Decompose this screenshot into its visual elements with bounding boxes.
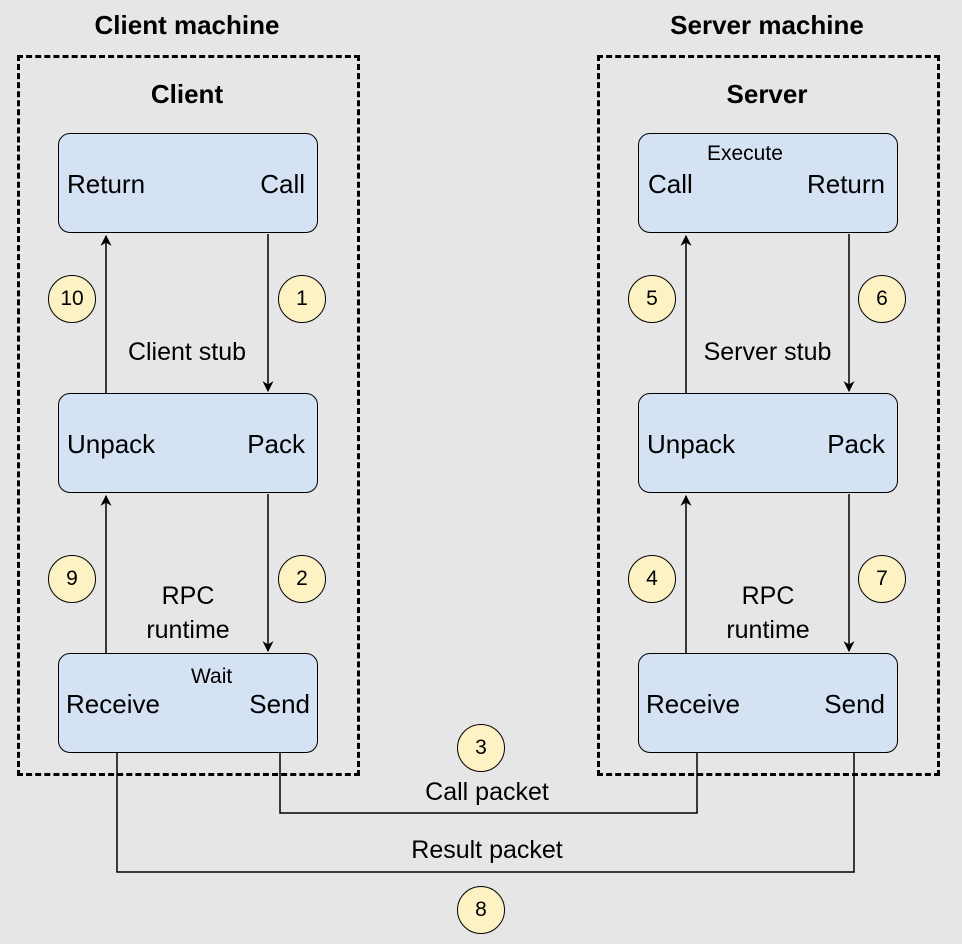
server-stub-box: Unpack Pack: [638, 393, 898, 493]
server-pack-label: Pack: [827, 429, 885, 459]
step-marker-2: 2: [278, 555, 326, 603]
client-runtime-box: Receive Send Wait: [58, 653, 318, 753]
server-call-label: Call: [648, 169, 693, 199]
step-marker-10: 10: [48, 275, 96, 323]
server-machine-boundary: [597, 55, 940, 776]
server-send-label: Send: [824, 689, 885, 719]
server-app-box: Call Return Execute: [638, 133, 898, 233]
step-marker-3: 3: [457, 724, 505, 772]
step-marker-6: 6: [858, 275, 906, 323]
client-wait-label: Wait: [191, 665, 233, 688]
step-marker-9: 9: [48, 555, 96, 603]
step-marker-7: 7: [858, 555, 906, 603]
server-unpack-label: Unpack: [647, 429, 736, 459]
client-send-label: Send: [249, 689, 310, 719]
client-app-box: Return Call: [58, 133, 318, 233]
server-return-label: Return: [806, 169, 885, 199]
server-execute-label: Execute: [707, 142, 783, 165]
call-packet-label: Call packet: [425, 778, 549, 806]
server-stub-label: Server stub: [703, 338, 832, 366]
client-runtime-label-line1: RPC: [161, 582, 215, 610]
client-runtime-label: RPC runtime: [128, 579, 248, 647]
server-receive-label: Receive: [646, 689, 740, 719]
client-receive-label: Receive: [66, 689, 160, 719]
step-marker-1: 1: [278, 275, 326, 323]
server-runtime-box: Receive Send: [638, 653, 898, 753]
server-process-title: Server: [726, 79, 808, 109]
client-stub-label: Client stub: [127, 338, 247, 366]
step-marker-5: 5: [628, 275, 676, 323]
client-machine-boundary: [17, 55, 360, 776]
client-process-title: Client: [150, 79, 224, 109]
result-packet-path: [111, 723, 855, 873]
step-marker-4: 4: [628, 555, 676, 603]
client-call-label: Call: [260, 169, 305, 199]
client-pack-label: Pack: [247, 429, 305, 459]
client-return-label: Return: [67, 169, 146, 199]
server-runtime-label: RPC runtime: [708, 579, 828, 647]
client-stub-box: Unpack Pack: [58, 393, 318, 493]
call-packet-path: [279, 723, 703, 814]
step-marker-8: 8: [457, 886, 505, 934]
client-unpack-label: Unpack: [67, 429, 156, 459]
server-machine-title: Server machine: [670, 10, 864, 40]
server-runtime-label-line1: RPC: [741, 582, 795, 610]
result-packet-label: Result packet: [411, 836, 563, 864]
client-machine-title: Client machine: [94, 10, 280, 40]
client-runtime-label-line2: runtime: [146, 616, 230, 644]
server-runtime-label-line2: runtime: [726, 616, 810, 644]
